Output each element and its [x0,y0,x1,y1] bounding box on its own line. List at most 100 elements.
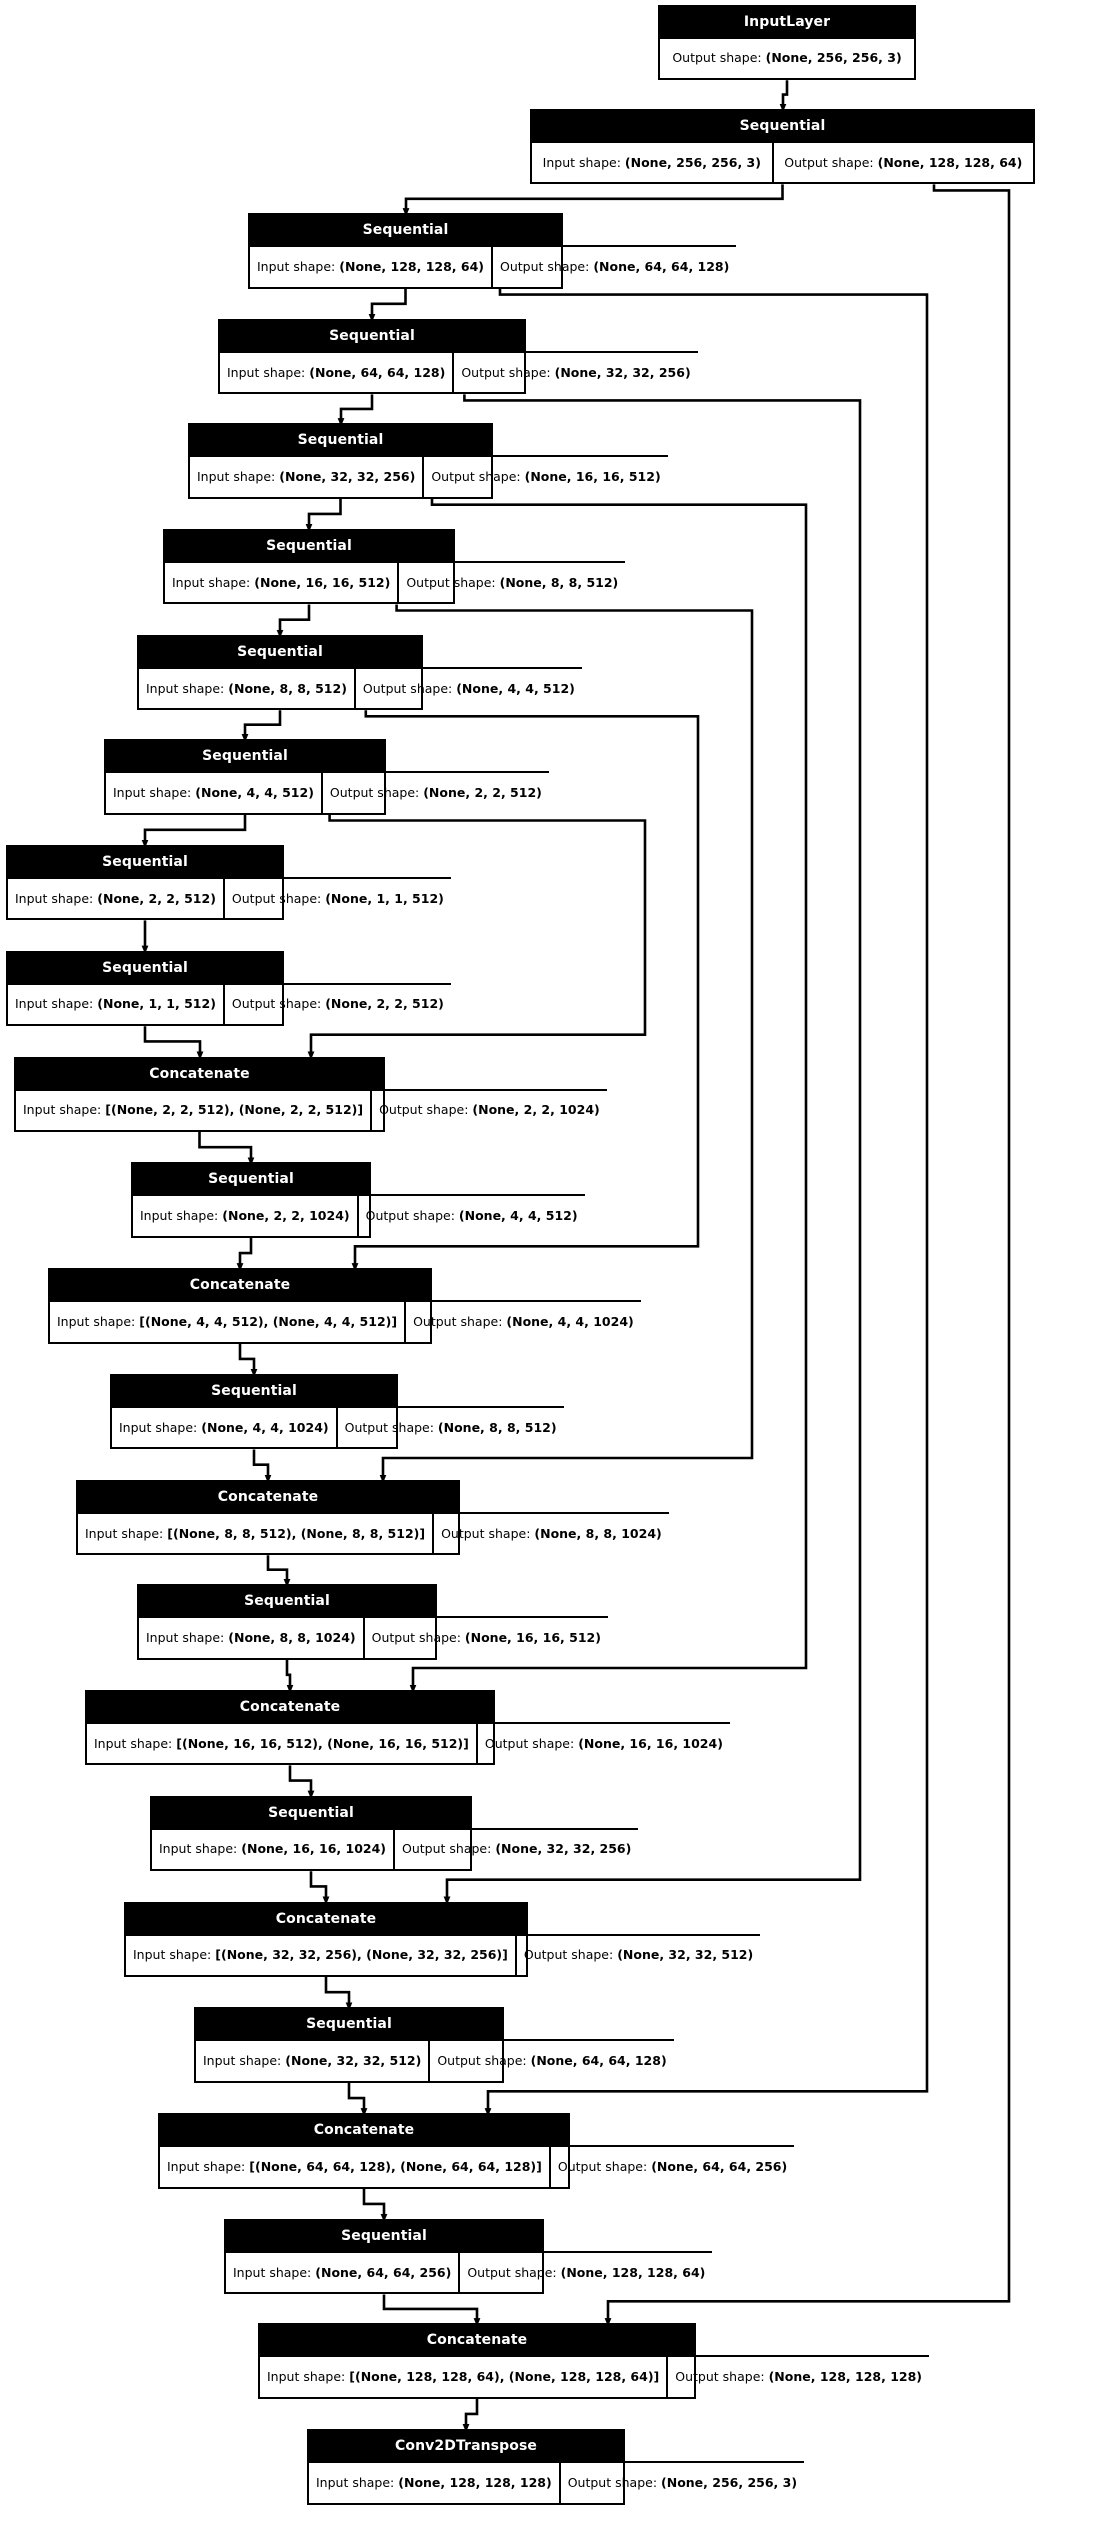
node-input-shape: Input shape: (None, 1, 1, 512) [8,982,223,1024]
node-shape-row: Input shape: (None, 8, 8, 1024) Output sh… [139,1616,608,1658]
node-type-label: Sequential [152,1797,470,1828]
output-shape-value: (None, 32, 32, 256) [495,1841,632,1857]
edge-seq_enc_1-to-seq_enc_2 [402,184,784,217]
input-shape-label: Input shape: [257,258,336,274]
output-shape-label: Output shape: [371,1629,461,1645]
output-shape-value: (None, 32, 32, 512) [617,1947,754,1963]
output-shape-value: (None, 128, 128, 64) [560,2264,706,2280]
node-input-shape: Input shape: [(None, 128, 128, 64), (Non… [260,2355,667,2396]
input-shape-value: [(None, 4, 4, 512), (None, 4, 4, 512)] [139,1313,398,1329]
output-shape-label: Output shape: [437,2053,527,2069]
edge-seq_enc_7-to-seq_enc_8 [141,814,247,849]
input-shape-value: [(None, 16, 16, 512), (None, 16, 16, 512… [176,1735,469,1751]
skip-edge-seq_enc_3-to-concat_5 [443,394,862,1905]
node-type-label: Sequential [133,1164,369,1195]
output-shape-label: Output shape: [441,1525,531,1541]
input-shape-value: [(None, 64, 64, 128), (None, 64, 64, 128… [249,2158,542,2174]
node-output-shape: Output shape: (None, 256, 256, 3) [660,36,914,78]
input-shape-value: (None, 4, 4, 512) [195,784,314,800]
edge-seq_dec_6-to-concat_6 [347,2082,368,2117]
input-shape-value: (None, 8, 8, 1024) [228,1629,356,1645]
edge-concat_5-to-seq_dec_6 [324,1977,353,2011]
node-type-label: Concatenate [126,1903,526,1934]
node-type-label: Concatenate [50,1270,430,1301]
input-shape-value: (None, 32, 32, 512) [285,2053,422,2069]
node-input-shape: Input shape: (None, 64, 64, 128) [220,351,453,392]
node-output-shape: Output shape: (None, 8, 8, 512) [397,561,626,603]
node-type-label: Sequential [8,847,282,877]
node-shape-row: Input shape: (None, 64, 64, 256)Output s… [226,2251,713,2293]
output-shape-label: Output shape: [344,1419,434,1435]
node-output-shape: Output shape: (None, 4, 4, 512) [356,1194,585,1236]
node-type-label: Sequential [532,111,1033,142]
node-input-shape: Input shape: [(None, 64, 64, 128), (None… [160,2145,549,2186]
node-input-shape: Input shape: (None, 8, 8, 1024) [139,1616,363,1657]
edge-concat_3-to-seq_dec_4 [266,1555,291,1588]
input-shape-label: Input shape: [15,890,94,906]
edge-concat_2-to-seq_dec_3 [238,1343,258,1378]
node-shape-row: Input shape: (None, 64, 64, 128)Output s… [220,351,698,393]
node-shape-row: Input shape: (None, 16, 16, 512)Output s… [165,561,626,603]
output-shape-value: (None, 128, 128, 64) [877,154,1023,170]
output-shape-value: (None, 4, 4, 1024) [506,1313,634,1329]
output-shape-label: Output shape: [431,468,521,484]
input-shape-label: Input shape: [542,154,621,170]
input-shape-value: (None, 64, 64, 256) [315,2264,452,2280]
node-type-label: Concatenate [160,2115,568,2146]
input-shape-value: [(None, 8, 8, 512), (None, 8, 8, 512)] [167,1525,426,1541]
node-type-label: Concatenate [78,1481,458,1512]
node-type-label: Sequential [250,215,561,246]
input-shape-label: Input shape: [94,1735,173,1751]
node-output-shape: Output shape: (None, 1, 1, 512) [222,877,451,919]
node-shape-row: Input shape: (None, 8, 8, 512)Output sha… [139,666,582,709]
input-shape-label: Input shape: [85,1525,164,1541]
node-input-shape: Input shape: (None, 16, 16, 1024) [152,1827,393,1869]
edge-seq_dec_2-to-concat_2 [236,1237,253,1272]
node-input-shape: Input shape: (None, 2, 2, 1024) [133,1194,357,1235]
node-output-shape: Output shape: (None, 8, 8, 512) [335,1406,564,1448]
output-shape-value: (None, 128, 128, 128) [768,2369,923,2385]
node-output-shape: Output shape: (None, 64, 64, 256) [548,2145,795,2187]
node-output-shape: Output shape: (None, 2, 2, 1024) [370,1088,607,1130]
input-shape-value: (None, 16, 16, 1024) [241,1841,386,1857]
edge-seq_dec_3-to-concat_3 [252,1449,272,1484]
node-output-shape: Output shape: (None, 4, 4, 1024) [404,1300,641,1342]
output-shape-label: Output shape: [500,258,590,274]
output-shape-label: Output shape: [784,154,874,170]
output-shape-label: Output shape: [329,784,420,800]
output-shape-value: (None, 2, 2, 512) [423,784,542,800]
input-shape-value: [(None, 2, 2, 512), (None, 2, 2, 512)] [105,1102,364,1118]
edge-seq_dec_5-to-concat_5 [309,1871,330,1905]
node-input-shape: Input shape: (None, 32, 32, 512) [196,2039,429,2080]
node-shape-row: Input shape: [(None, 16, 16, 512), (None… [87,1722,730,1764]
node-output-shape: Output shape: (None, 16, 16, 1024) [475,1722,730,1764]
node-type-label: Concatenate [87,1692,493,1722]
input-shape-value: (None, 256, 256, 3) [624,154,761,170]
node-output-shape: Output shape: (None, 128, 128, 64) [458,2251,713,2293]
